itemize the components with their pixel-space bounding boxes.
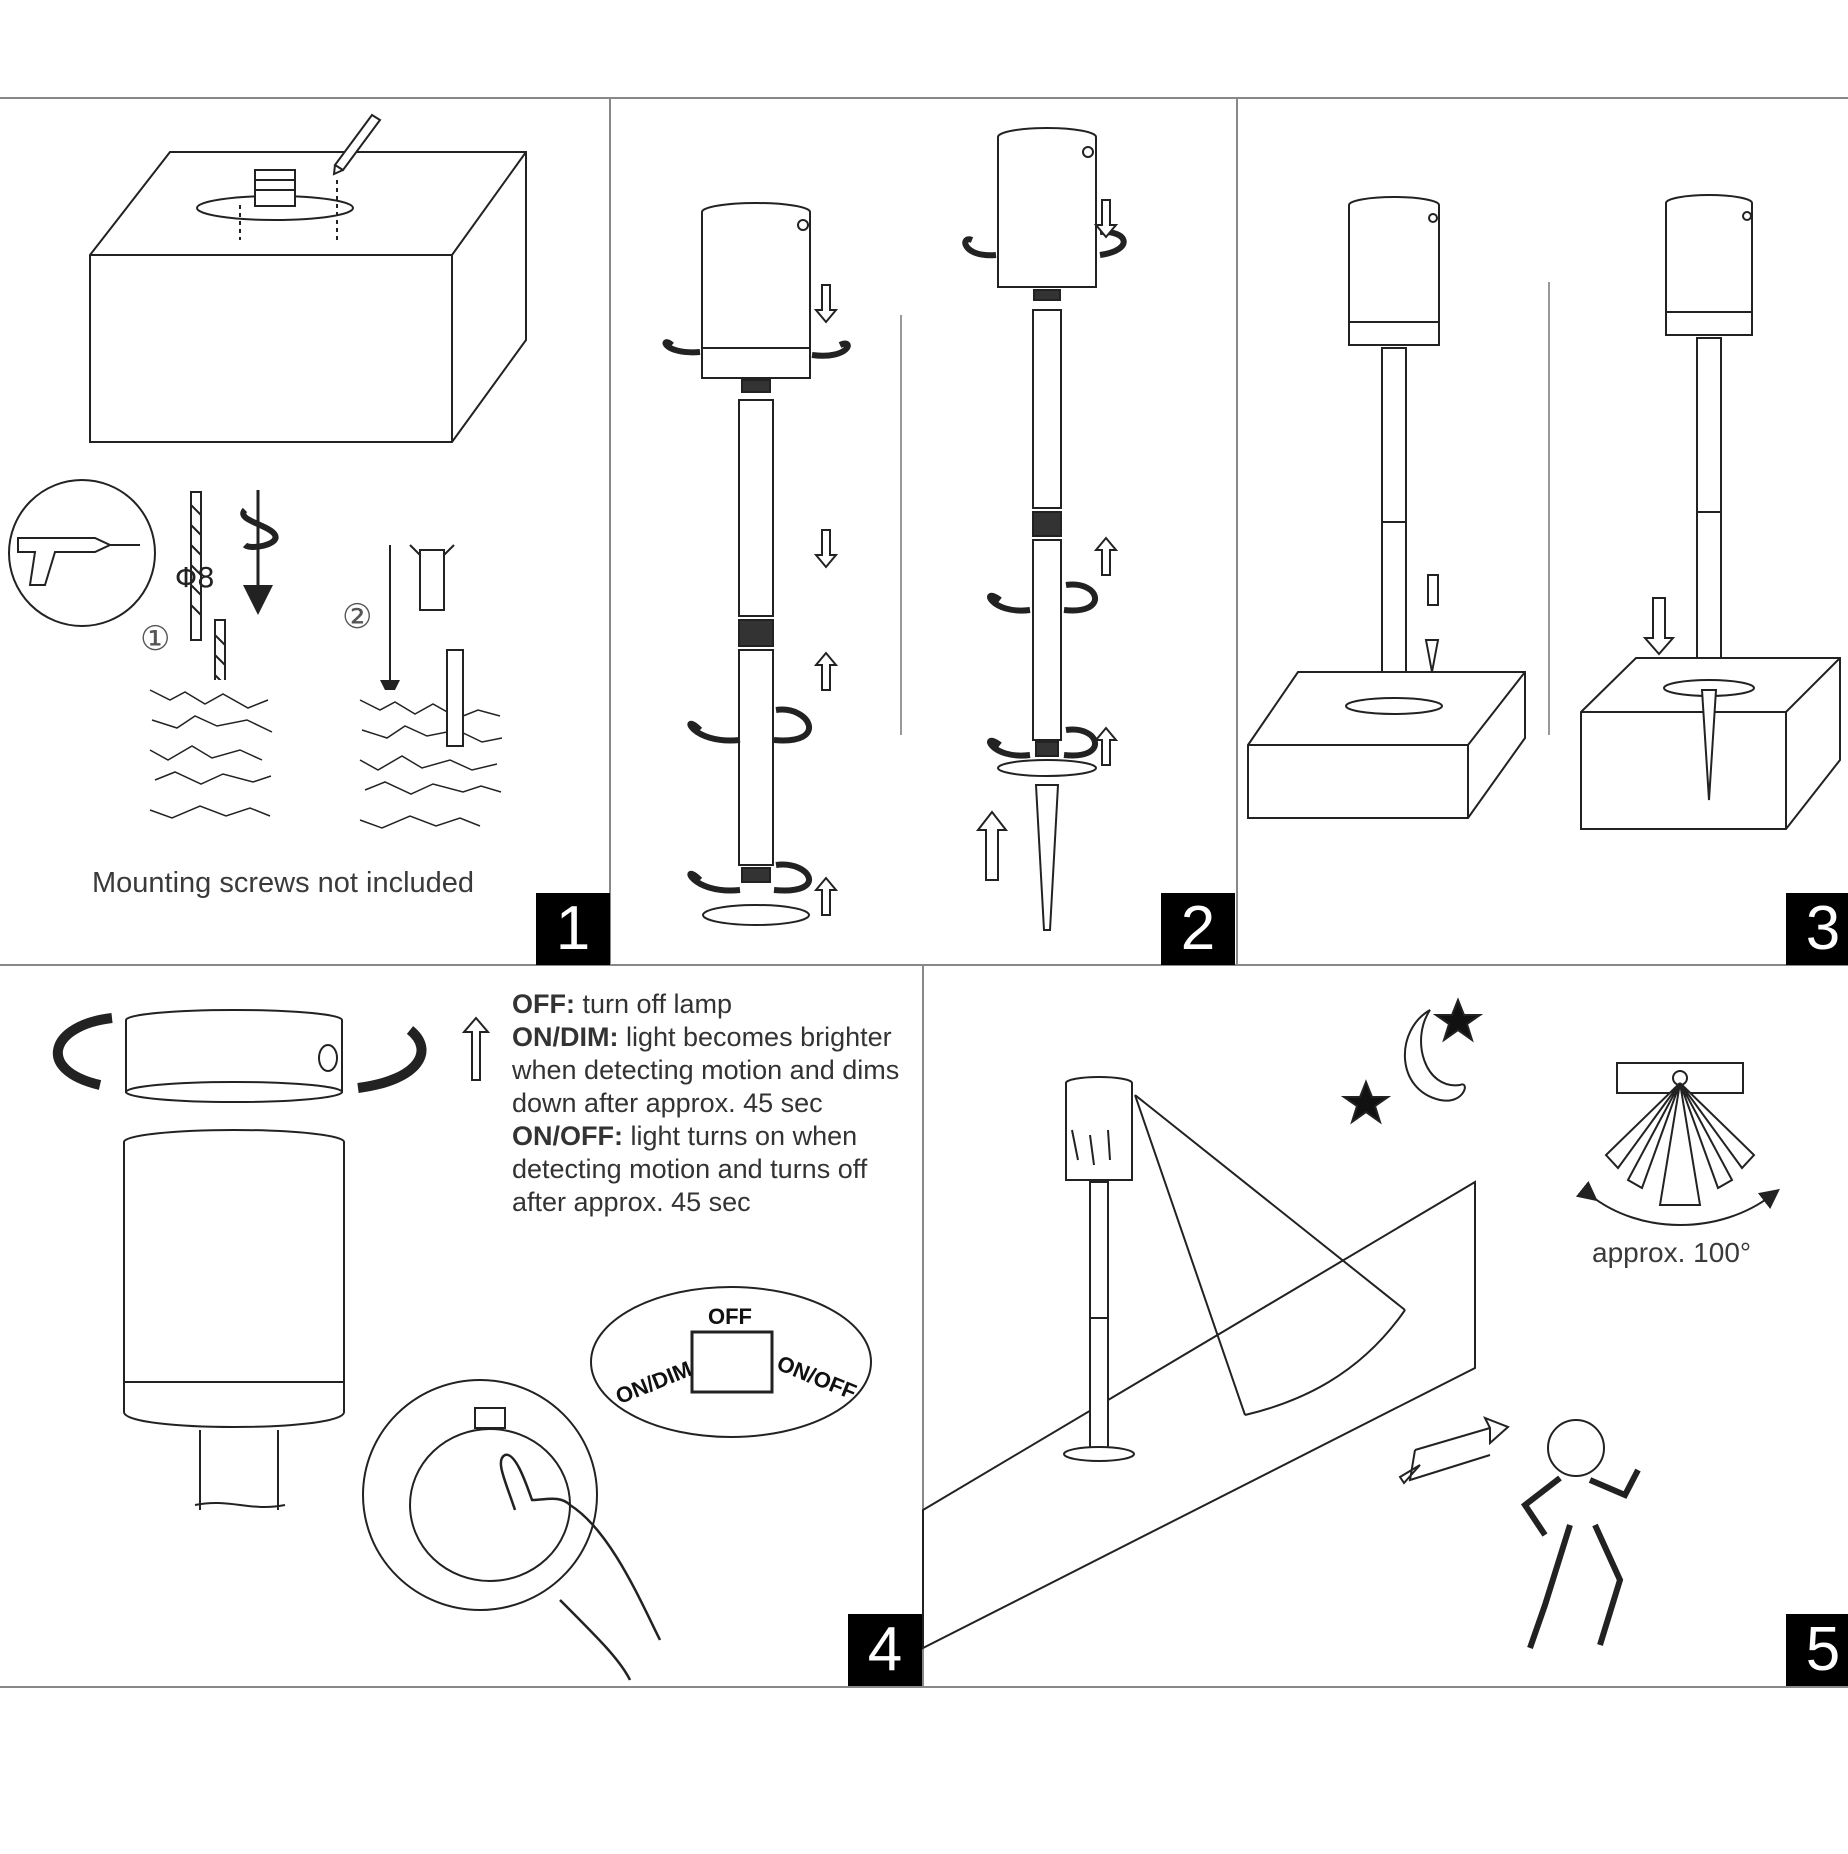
- mode-off: OFF: turn off lamp: [512, 988, 912, 1021]
- panel-4-drawing: [52, 1009, 872, 1681]
- drill-size-label: Φ8: [175, 561, 215, 594]
- mode-on-off-label: ON/OFF:: [512, 1121, 623, 1151]
- mode-on-off: ON/OFF: light turns on when detecting mo…: [512, 1120, 912, 1219]
- panel-1-drawing: [8, 113, 530, 835]
- detection-angle-label: approx. 100°: [1592, 1237, 1752, 1268]
- mode-on-dim-text: light becomes brighter when detecting mo…: [512, 1022, 900, 1118]
- panel-3-drawing: [1247, 194, 1841, 830]
- mode-on-dim-label: ON/DIM:: [512, 1022, 619, 1052]
- marker-2: ②: [342, 597, 372, 637]
- step-number-2: 2: [1161, 893, 1235, 965]
- step-number-3: 3: [1786, 893, 1848, 965]
- mode-on-dim: ON/DIM: light becomes brighter when dete…: [512, 1021, 912, 1120]
- switch-mode-instructions: OFF: turn off lamp ON/DIM: light becomes…: [512, 988, 912, 1219]
- switch-label-off: OFF: [708, 1304, 752, 1329]
- marker-1: ①: [140, 619, 170, 659]
- panel-2-drawing: [662, 127, 1127, 931]
- step-number-1: 1: [536, 893, 610, 965]
- panel-grid: [0, 97, 1848, 1688]
- mode-off-text: turn off lamp: [574, 989, 733, 1019]
- mode-off-label: OFF:: [512, 989, 575, 1019]
- mode-on-off-text: light turns on when detecting motion and…: [512, 1121, 868, 1217]
- panel-5-drawing: [922, 997, 1780, 1650]
- step-number-4: 4: [848, 1614, 922, 1686]
- step-number-5: 5: [1786, 1614, 1848, 1686]
- mounting-note: Mounting screws not included: [92, 867, 475, 899]
